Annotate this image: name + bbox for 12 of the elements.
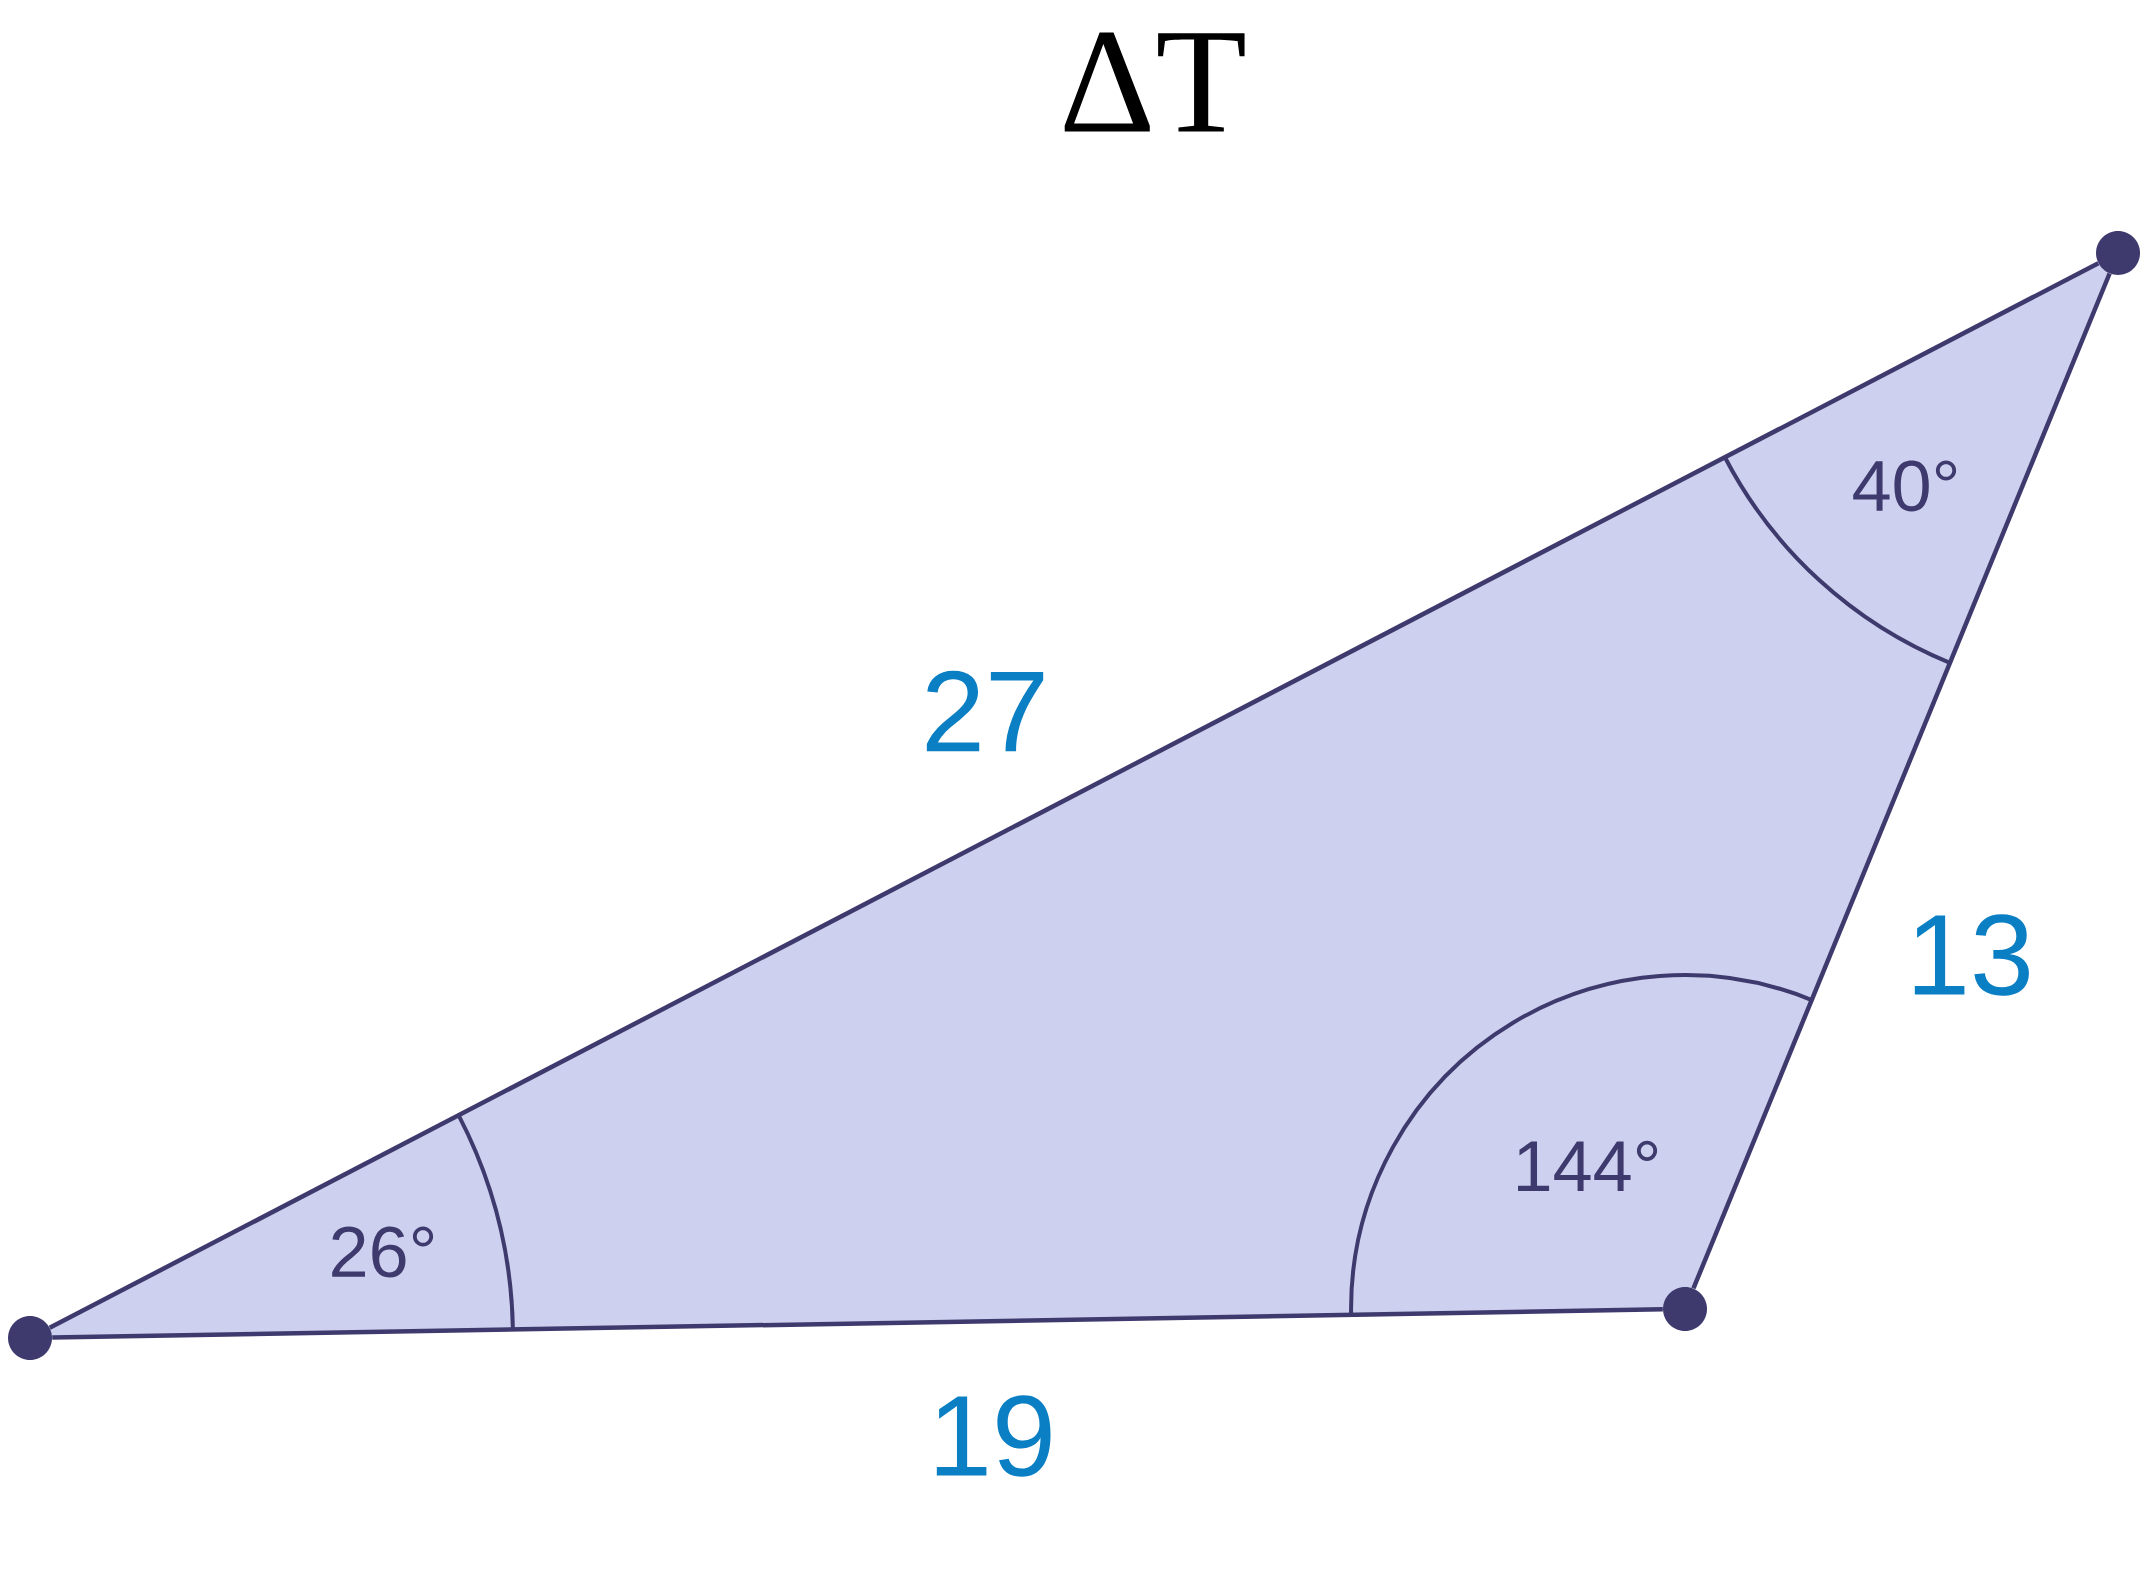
vertex-dot (8, 1316, 52, 1360)
angle-label: 144° (1518, 1140, 1658, 1192)
side-length: 13 (1914, 914, 2029, 996)
angle-label: 40° (1853, 460, 1957, 512)
triangle-side (52, 1307, 1663, 1340)
triangle-side (1691, 272, 2112, 1290)
side-length: 19 (936, 1395, 1051, 1477)
side-length: 27 (926, 670, 1044, 752)
vertex-dot (1663, 1287, 1707, 1331)
vertex-dot (2096, 231, 2140, 275)
title: ΔT (1064, 32, 1245, 132)
angle-label: 26° (332, 1226, 434, 1278)
